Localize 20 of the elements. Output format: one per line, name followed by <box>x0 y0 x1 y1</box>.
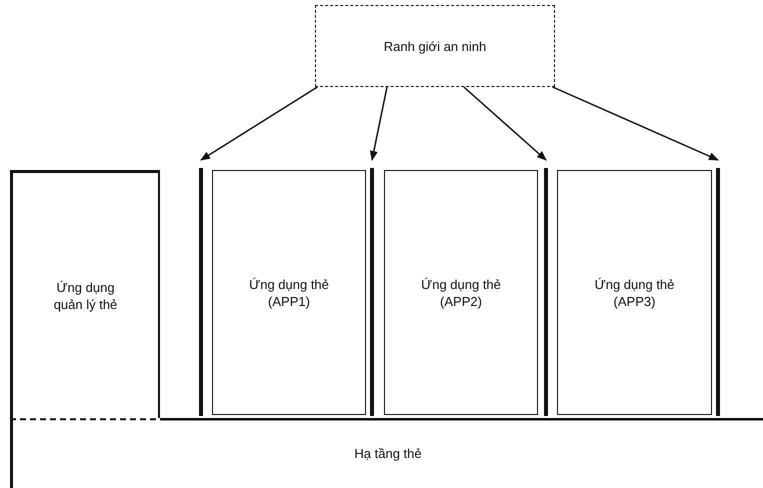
application-box <box>384 170 538 415</box>
infrastructure-band <box>10 418 763 488</box>
application-box <box>557 170 712 415</box>
boundary-label: Ranh giới an ninh <box>384 38 486 54</box>
boundary-bar <box>716 168 720 416</box>
boundary-bar <box>199 168 203 416</box>
boundary-bar <box>370 168 374 416</box>
arrow <box>370 86 388 161</box>
arrow <box>463 86 547 161</box>
application-box <box>212 170 366 415</box>
arrow <box>552 86 719 161</box>
boundary-bar <box>544 168 548 416</box>
application-label: Ứng dụng thẻ (APP3) <box>594 276 676 310</box>
arrow <box>200 86 318 161</box>
infrastructure-label: Hạ tầng thẻ <box>354 444 422 462</box>
manager-label: Ứng dụng quản lý thẻ <box>52 278 118 312</box>
manager-box <box>10 170 160 418</box>
application-label: Ứng dụng thẻ (APP2) <box>420 276 502 310</box>
boundary-box <box>315 5 555 87</box>
application-label: Ứng dụng thẻ (APP1) <box>248 276 330 310</box>
